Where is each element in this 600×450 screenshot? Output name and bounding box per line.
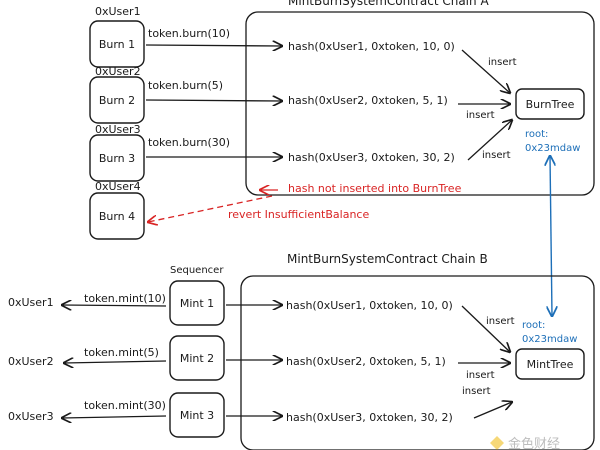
- mint-box-2[interactable]: Mint 2: [169, 335, 225, 381]
- burn-insert-label: insert: [482, 150, 511, 161]
- burn-box-label: Burn 4: [99, 210, 135, 223]
- burn-insert-label: insert: [466, 110, 495, 121]
- mint-insert-label: insert: [466, 370, 495, 381]
- mint-insert-arrow: [473, 402, 512, 419]
- chain-b-container: [240, 275, 595, 450]
- mint-insert-arrow: [461, 305, 510, 352]
- mint-box-1[interactable]: Mint 1: [169, 280, 225, 326]
- mint-box-3[interactable]: Mint 3: [169, 392, 225, 438]
- burn-box-2[interactable]: Burn 2: [89, 76, 145, 124]
- mint-user-label: 0xUser1: [8, 296, 54, 309]
- mint-user-label: 0xUser3: [8, 410, 54, 423]
- mint-box-label: Mint 1: [180, 297, 214, 310]
- chain-b-title: MintBurnSystemContract Chain B: [287, 252, 488, 266]
- burn-tree-label: BurnTree: [526, 98, 575, 111]
- burn-box-4[interactable]: Burn 4: [89, 192, 145, 240]
- sequencer-label: Sequencer: [170, 265, 224, 276]
- burn-call-label: token.burn(10): [148, 27, 230, 40]
- mint-hash-label: hash(0xUser2, 0xtoken, 5, 1): [286, 355, 446, 368]
- mint-call-label: token.mint(30): [84, 399, 166, 412]
- burn-user-label: 0xUser3: [95, 123, 141, 136]
- burn-box-3[interactable]: Burn 3: [89, 134, 145, 182]
- burn-tree-box[interactable]: BurnTree: [515, 88, 585, 120]
- mint-insert-label: insert: [462, 386, 491, 397]
- burn-hash-label: hash(0xUser1, 0xtoken, 10, 0): [288, 40, 455, 53]
- burn-insert-arrow: [461, 49, 510, 93]
- mint-tree-box[interactable]: MintTree: [515, 348, 585, 380]
- revert-label: revert InsufficientBalance: [228, 208, 369, 221]
- mint-insert-label: insert: [486, 316, 515, 327]
- burn-hash-label: hash(0xUser3, 0xtoken, 30, 2): [288, 151, 455, 164]
- mint-user-arrow: [62, 305, 167, 306]
- mint-user-arrow: [64, 361, 167, 363]
- mint-tree-label: MintTree: [527, 358, 574, 371]
- failure-label: hash not inserted into BurnTree: [288, 182, 462, 195]
- burn-call-label: token.burn(5): [148, 79, 223, 92]
- watermark-text: 金色财经: [508, 436, 560, 450]
- burn-insert-label: insert: [488, 57, 517, 68]
- mint-root-value: 0x23mdaw: [522, 334, 577, 345]
- mint-hash-label: hash(0xUser1, 0xtoken, 10, 0): [286, 299, 453, 312]
- mint-user-label: 0xUser2: [8, 355, 54, 368]
- burn-box-label: Burn 1: [99, 38, 135, 51]
- binance-diamond-icon: [490, 436, 504, 450]
- chain-a-container: [245, 11, 595, 196]
- burn-root-value: 0x23mdaw: [525, 143, 580, 154]
- burn-insert-arrow: [467, 120, 512, 161]
- revert-arrow: [148, 195, 273, 222]
- burn-box-label: Burn 2: [99, 94, 135, 107]
- mint-box-label: Mint 2: [180, 352, 214, 365]
- mint-call-label: token.mint(10): [84, 292, 166, 305]
- mint-call-label: token.mint(5): [84, 346, 159, 359]
- burn-user-label: 0xUser4: [95, 180, 141, 193]
- burn-box-label: Burn 3: [99, 152, 135, 165]
- burn-call-label: token.burn(30): [148, 136, 230, 149]
- mint-user-arrow: [62, 416, 167, 418]
- burn-root-label: root:: [525, 129, 548, 140]
- burn-arrow: [145, 100, 282, 101]
- burn-hash-label: hash(0xUser2, 0xtoken, 5, 1): [288, 94, 448, 107]
- burn-user-label: 0xUser2: [95, 65, 141, 78]
- burn-arrow: [145, 45, 282, 46]
- watermark: 金色财经: [490, 436, 560, 450]
- mint-root-label: root:: [522, 320, 545, 331]
- burn-box-1[interactable]: Burn 1: [89, 20, 145, 68]
- burn-user-label: 0xUser1: [95, 5, 141, 18]
- chain-a-title: MintBurnSystemContract Chain A: [288, 0, 489, 8]
- mint-hash-label: hash(0xUser3, 0xtoken, 30, 2): [286, 411, 453, 424]
- mint-box-label: Mint 3: [180, 409, 214, 422]
- root-sync-arrow: [550, 156, 552, 316]
